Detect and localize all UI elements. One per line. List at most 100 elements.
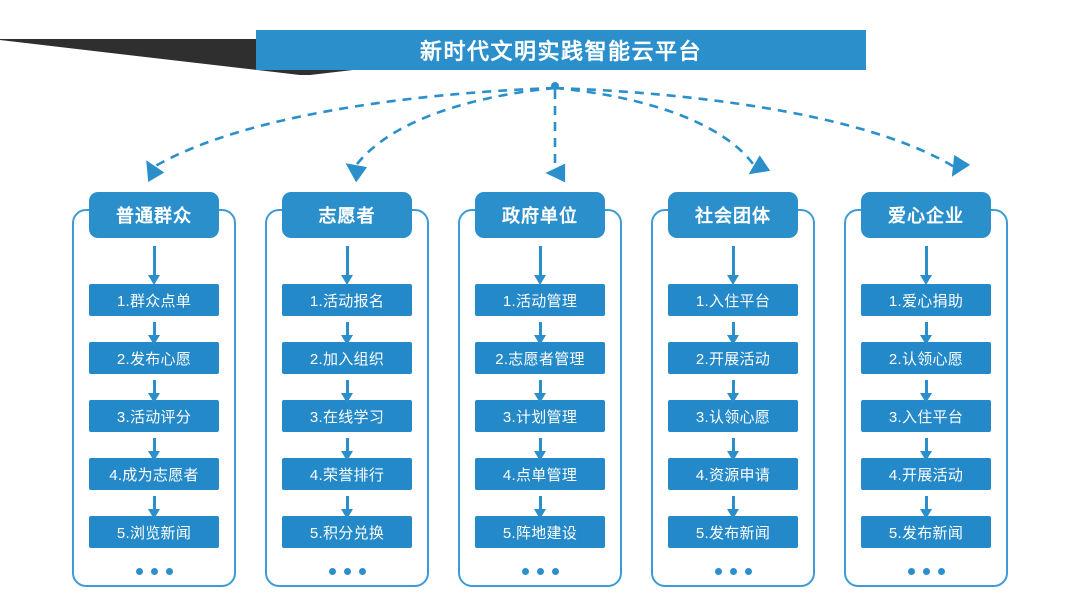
step-item-label: 4.资源申请 <box>695 466 771 484</box>
step-item-label: 4.点单管理 <box>502 466 578 484</box>
arrow-down-icon <box>647 374 819 400</box>
step-item-volunteer-1[interactable]: 1.活动报名 <box>282 284 412 316</box>
arrow-down-icon <box>261 238 433 284</box>
arrow-shaft <box>731 322 735 336</box>
arrow-down-icon <box>840 432 1012 458</box>
ellipsis-dot <box>343 567 351 575</box>
connector-origin-dot <box>551 82 559 90</box>
column-header-label: 普通群众 <box>116 206 192 226</box>
arrow-down-icon <box>454 316 626 342</box>
banner-bar: 新时代文明实践智能云平台 <box>256 30 866 70</box>
step-item-label: 2.认领心愿 <box>888 350 964 368</box>
arrow-shaft <box>924 496 928 510</box>
ellipsis-dot <box>714 567 722 575</box>
step-item-charity-enterprise-4[interactable]: 4.开展活动 <box>861 458 991 490</box>
step-item-public-2[interactable]: 2.发布心愿 <box>89 342 219 374</box>
arrow-shaft <box>731 438 735 452</box>
ellipsis-dot <box>729 567 737 575</box>
connector-to-charity-enterprise <box>554 86 971 177</box>
column-items: 1.活动管理 2.志愿者管理 3.计划管理 4.点单管理 5.阵地建设 <box>454 238 626 594</box>
step-item-government-4[interactable]: 4.点单管理 <box>475 458 605 490</box>
column-header-social-group[interactable]: 社会团体 <box>668 192 798 238</box>
step-item-government-3[interactable]: 3.计划管理 <box>475 400 605 432</box>
step-item-label: 2.加入组织 <box>309 350 385 368</box>
step-item-social-group-5[interactable]: 5.发布新闻 <box>668 516 798 548</box>
step-item-charity-enterprise-5[interactable]: 5.发布新闻 <box>861 516 991 548</box>
column-header-government[interactable]: 政府单位 <box>475 192 605 238</box>
page-title: 新时代文明实践智能云平台 <box>419 39 702 64</box>
column-header-label: 爱心企业 <box>888 206 964 226</box>
step-item-label: 5.发布新闻 <box>888 524 964 542</box>
arrow-shaft <box>152 438 156 452</box>
arrow-shaft <box>924 438 928 452</box>
ellipsis-dot <box>150 567 158 575</box>
arrow-shaft <box>924 246 928 276</box>
arrow-down-icon <box>454 432 626 458</box>
arrow-shaft <box>152 496 156 510</box>
step-item-charity-enterprise-2[interactable]: 2.认领心愿 <box>861 342 991 374</box>
step-item-label: 5.积分兑换 <box>309 524 385 542</box>
step-item-volunteer-2[interactable]: 2.加入组织 <box>282 342 412 374</box>
ellipsis-dot <box>328 567 336 575</box>
step-item-volunteer-4[interactable]: 4.荣誉排行 <box>282 458 412 490</box>
more-items-ellipsis <box>647 548 819 594</box>
column-government: 政府单位 1.活动管理 2.志愿者管理 3.计划管理 4.点单管理 5.阵地建设 <box>454 192 626 595</box>
connector-to-public <box>146 86 556 183</box>
arrow-down-icon <box>647 432 819 458</box>
step-item-public-4[interactable]: 4.成为志愿者 <box>89 458 219 490</box>
arrow-down-icon <box>454 490 626 516</box>
ellipsis-dot <box>551 567 559 575</box>
column-charity-enterprise: 爱心企业 1.爱心捐助 2.认领心愿 3.入住平台 4.开展活动 5.发布新闻 <box>840 192 1012 595</box>
ellipsis-dot <box>922 567 930 575</box>
step-item-social-group-4[interactable]: 4.资源申请 <box>668 458 798 490</box>
step-item-label: 2.志愿者管理 <box>495 350 585 368</box>
column-header-volunteer[interactable]: 志愿者 <box>282 192 412 238</box>
ellipsis-dot <box>536 567 544 575</box>
column-social-group: 社会团体 1.入住平台 2.开展活动 3.认领心愿 4.资源申请 5.发布新闻 <box>647 192 819 595</box>
column-header-label: 政府单位 <box>502 206 578 226</box>
step-item-volunteer-3[interactable]: 3.在线学习 <box>282 400 412 432</box>
column-header-charity-enterprise[interactable]: 爱心企业 <box>861 192 991 238</box>
arrow-shaft <box>538 246 542 276</box>
arrow-shaft <box>538 438 542 452</box>
step-item-public-1[interactable]: 1.群众点单 <box>89 284 219 316</box>
arrow-shaft <box>345 246 349 276</box>
step-item-charity-enterprise-1[interactable]: 1.爱心捐助 <box>861 284 991 316</box>
column-items: 1.入住平台 2.开展活动 3.认领心愿 4.资源申请 5.发布新闻 <box>647 238 819 594</box>
column-items: 1.活动报名 2.加入组织 3.在线学习 4.荣誉排行 5.积分兑换 <box>261 238 433 594</box>
arrow-down-icon <box>840 374 1012 400</box>
arrow-down-icon <box>647 316 819 342</box>
step-item-public-5[interactable]: 5.浏览新闻 <box>89 516 219 548</box>
step-item-label: 1.群众点单 <box>116 292 192 310</box>
step-item-label: 1.活动管理 <box>502 292 578 310</box>
step-item-government-2[interactable]: 2.志愿者管理 <box>475 342 605 374</box>
step-item-volunteer-5[interactable]: 5.积分兑换 <box>282 516 412 548</box>
column-header-public[interactable]: 普通群众 <box>89 192 219 238</box>
step-item-government-1[interactable]: 1.活动管理 <box>475 284 605 316</box>
step-item-charity-enterprise-3[interactable]: 3.入住平台 <box>861 400 991 432</box>
column-public: 普通群众 1.群众点单 2.发布心愿 3.活动评分 4.成为志愿者 5.浏览新闻 <box>68 192 240 595</box>
arrow-down-icon <box>647 490 819 516</box>
platform-title-banner: 新时代文明实践智能云平台 <box>256 30 866 70</box>
more-items-ellipsis <box>68 548 240 594</box>
column-items: 1.爱心捐助 2.认领心愿 3.入住平台 4.开展活动 5.发布新闻 <box>840 238 1012 594</box>
arrow-shaft <box>152 380 156 394</box>
arrow-shaft <box>345 322 349 336</box>
step-item-social-group-1[interactable]: 1.入住平台 <box>668 284 798 316</box>
step-item-label: 3.在线学习 <box>309 408 385 426</box>
step-item-public-3[interactable]: 3.活动评分 <box>89 400 219 432</box>
step-item-government-5[interactable]: 5.阵地建设 <box>475 516 605 548</box>
arrow-shaft <box>152 246 156 276</box>
ellipsis-dot <box>358 567 366 575</box>
step-item-label: 2.发布心愿 <box>116 350 192 368</box>
step-item-social-group-2[interactable]: 2.开展活动 <box>668 342 798 374</box>
step-item-label: 3.认领心愿 <box>695 408 771 426</box>
step-item-label: 3.活动评分 <box>116 408 192 426</box>
arrow-shaft <box>924 380 928 394</box>
connector-to-social-group <box>554 86 771 175</box>
step-item-social-group-3[interactable]: 3.认领心愿 <box>668 400 798 432</box>
arrow-shaft <box>731 246 735 276</box>
ellipsis-dot <box>165 567 173 575</box>
arrow-down-icon <box>261 490 433 516</box>
